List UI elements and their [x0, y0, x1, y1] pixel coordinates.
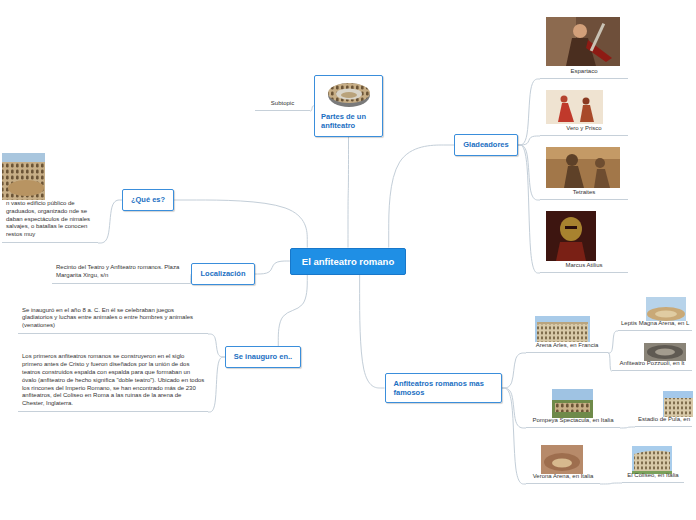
topic-box: ¿Qué es? — [122, 189, 174, 210]
node-text: El anfiteatro romano — [302, 256, 394, 267]
note-text: Los primeros anfiteatros romanos se cons… — [18, 353, 208, 412]
subtopic: Espartaco — [540, 68, 628, 79]
central-topic: El anfiteatro romano — [290, 248, 406, 275]
node-text: Espartaco — [543, 68, 625, 76]
connector — [502, 388, 527, 484]
connector — [518, 145, 540, 200]
node-text: Vero y Prisco — [543, 125, 625, 133]
connector — [502, 388, 527, 428]
arena-photo — [535, 316, 590, 342]
subtopic: Vero y Prisco — [540, 125, 628, 136]
arena-photo — [2, 153, 45, 200]
topic-box: Se inauguro en.. — [225, 346, 301, 367]
topic-box: Gladeadores — [454, 134, 517, 155]
node-text: El Coliseo, en Italia — [625, 472, 681, 480]
node-text: Los primeros anfiteatros romanos se cons… — [22, 353, 205, 408]
subtopic: Marcus Atilius — [540, 262, 628, 273]
connector — [98, 200, 122, 243]
connector — [174, 200, 307, 248]
connector — [518, 145, 540, 273]
topic-box: Anfiteatros romanos mas famosos — [385, 373, 502, 404]
arena-photo — [646, 297, 686, 321]
gladiator-photo — [546, 17, 620, 66]
arena-photo — [663, 391, 693, 417]
subtopic: Anfiteatro Pozzuoli, en It — [612, 360, 692, 371]
note-text: Recinto del Teatro y Anfiteatro romanos.… — [52, 264, 190, 284]
subtopic: Estadio de Pula, en — [635, 416, 692, 427]
node-text: Partes de un anfiteatro — [321, 112, 376, 131]
node-text: Marcus Atilius — [543, 262, 625, 270]
subtopic: Verona Arena, en Italia — [526, 473, 600, 484]
subtopic: Subtopic — [255, 100, 310, 111]
connector — [278, 275, 307, 347]
node-text: Pompeya Spectacula, en Italia — [529, 417, 617, 425]
arena-photo — [541, 445, 583, 474]
arena-photo — [552, 389, 593, 418]
subtopic: Pompeya Spectacula, en Italia — [526, 417, 620, 428]
arena-photo — [644, 343, 686, 361]
node-text: Leptis Magna Arena, en L — [621, 320, 689, 328]
subtopic: Leptis Magna Arena, en L — [618, 320, 692, 331]
topic-box: Localización — [191, 263, 254, 284]
connector — [518, 79, 540, 145]
node-text: Verona Arena, en Italia — [529, 473, 597, 481]
node-text: ¿Qué es? — [131, 195, 165, 204]
node-text: Localización — [200, 269, 245, 278]
gladiator-photo — [546, 90, 603, 124]
node-text: Gladeadores — [463, 140, 508, 149]
gladiator-photo — [546, 147, 620, 188]
node-text: Tetraites — [543, 189, 625, 197]
connector — [518, 136, 540, 145]
subtopic: Tetraites — [540, 189, 628, 200]
node-text: Se inauguró en el año 8 a. C. En él se c… — [22, 307, 205, 330]
connector — [620, 427, 635, 428]
connector — [348, 137, 350, 248]
node-text: Arena Arles, en Francia — [529, 342, 605, 350]
gladiator-photo — [546, 211, 596, 261]
subtopic: El Coliseo, en Italia — [622, 472, 684, 483]
amphitheatre-icon — [328, 83, 370, 107]
node-text: Estadio de Pula, en — [638, 416, 689, 424]
node-text: Se inauguro en.. — [234, 352, 292, 361]
node-text: Anfiteatros romanos mas famosos — [394, 379, 493, 398]
arena-photo — [632, 446, 672, 474]
topic-box: Partes de un anfiteatro — [314, 75, 383, 137]
connector — [389, 145, 455, 248]
connector — [208, 334, 225, 357]
node-text: Subtopic — [258, 100, 307, 108]
note-text: Se inauguró en el año 8 a. C. En él se c… — [18, 307, 208, 334]
connector — [600, 483, 622, 484]
connector — [502, 353, 527, 388]
node-text: n vasto edificio público de graduados, o… — [6, 200, 95, 239]
subtopic: Arena Arles, en Francia — [526, 342, 608, 353]
connector — [608, 331, 618, 353]
connector — [208, 357, 225, 412]
connector — [255, 261, 290, 274]
note-text: n vasto edificio público de graduados, o… — [2, 200, 98, 243]
node-text: Anfiteatro Pozzuoli, en It — [615, 360, 689, 368]
node-text: Recinto del Teatro y Anfiteatro romanos.… — [56, 264, 187, 280]
connector — [360, 275, 385, 389]
